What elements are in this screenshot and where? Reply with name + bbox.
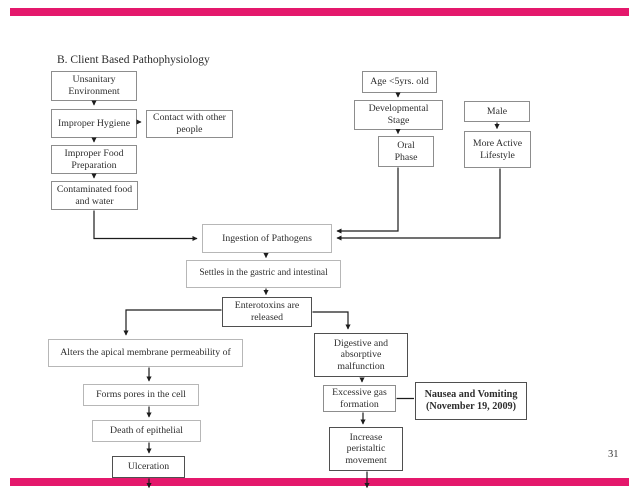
node-death-of-epithelial: Death of epithelial (92, 420, 201, 442)
node-ulceration: Ulceration (112, 456, 185, 478)
node-contaminated-food-water: Contaminated food and water (51, 181, 138, 210)
node-unsanitary-environment: Unsanitary Environment (51, 71, 137, 101)
node-forms-pores: Forms pores in the cell (83, 384, 199, 406)
arrow-oral-to-ingestion (336, 167, 399, 234)
node-ingestion-of-pathogens: Ingestion of Pathogens (202, 224, 332, 253)
node-increase-peristaltic-movement: Increase peristaltic movement (329, 427, 403, 471)
node-contact-with-other-people: Contact with other people (146, 110, 233, 138)
node-more-active-lifestyle: More Active Lifestyle (464, 131, 531, 168)
node-improper-food-preparation: Improper Food Preparation (51, 145, 137, 174)
arrow-enterotoxins-to-digestive (312, 311, 351, 330)
slide-title: B. Client Based Pathophysiology (57, 54, 210, 66)
arrow-contaminated-to-ingestion (93, 210, 198, 242)
node-nausea-and-vomiting: Nausea and Vomiting (November 19, 2009) (415, 382, 527, 420)
arrow-active-to-ingestion (336, 168, 501, 241)
node-digestive-absorptive-malfunction: Digestive and absorptive malfunction (314, 333, 408, 377)
node-alters-apical-membrane: Alters the apical membrane permeability … (48, 339, 243, 367)
node-male: Male (464, 101, 530, 122)
node-improper-hygiene: Improper Hygiene (51, 109, 137, 138)
bottom-accent-bar (10, 478, 629, 486)
node-age-under-5: Age <5yrs. old (362, 71, 437, 93)
node-settles-gastric-intestinal: Settles in the gastric and intestinal (186, 260, 341, 288)
node-oral-phase: Oral Phase (378, 136, 434, 167)
node-enterotoxins-released: Enterotoxins are released (222, 297, 312, 327)
node-excessive-gas-formation: Excessive gas formation (323, 385, 396, 412)
top-accent-bar (10, 8, 629, 16)
page-number: 31 (608, 449, 619, 460)
arrow-enterotoxins-to-alters (123, 309, 222, 336)
node-developmental-stage: Developmental Stage (354, 100, 443, 130)
